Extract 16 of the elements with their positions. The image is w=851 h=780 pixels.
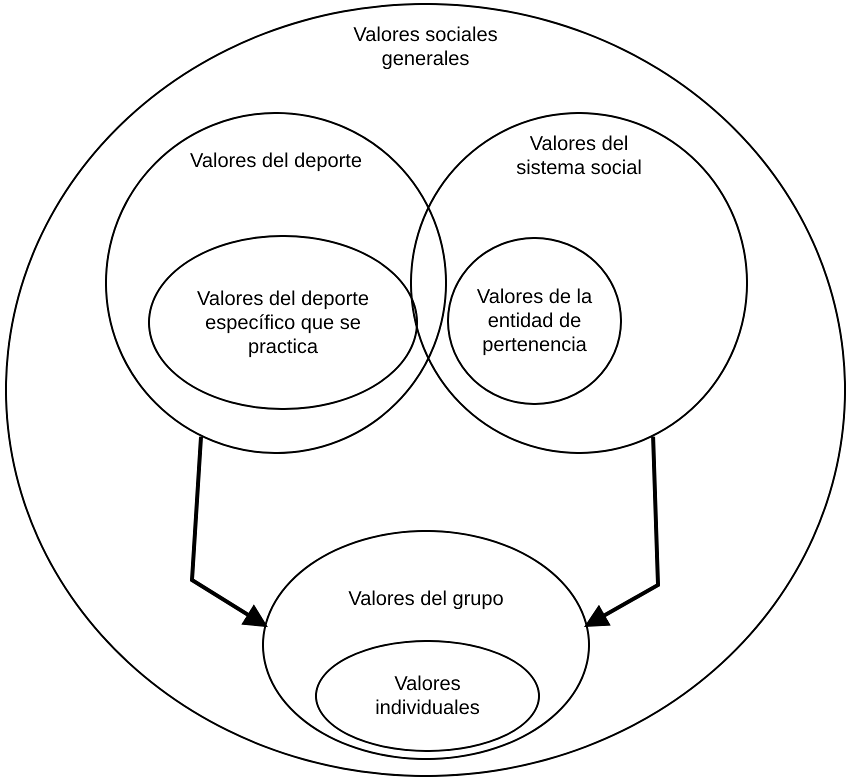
value-circle xyxy=(410,112,748,454)
value-circle xyxy=(262,530,590,760)
circle-label: Valores de la entidad de pertenencia xyxy=(476,285,594,357)
value-circle xyxy=(315,640,540,752)
value-circle xyxy=(148,235,418,410)
circle-label: Valores sociales generales xyxy=(352,23,499,71)
arrow xyxy=(190,436,268,628)
circle-label: Valores del deporte xyxy=(189,149,363,173)
circle-label: Valores del sistema social xyxy=(515,132,643,180)
value-circle xyxy=(105,112,447,454)
circle-label: Valores del deporte específico que se practica xyxy=(196,286,370,358)
circle-label: Valores del grupo xyxy=(347,587,505,611)
arrow xyxy=(584,436,660,627)
value-circle xyxy=(5,3,846,777)
value-circle xyxy=(447,237,622,405)
circle-label: Valores individuales xyxy=(374,672,481,720)
